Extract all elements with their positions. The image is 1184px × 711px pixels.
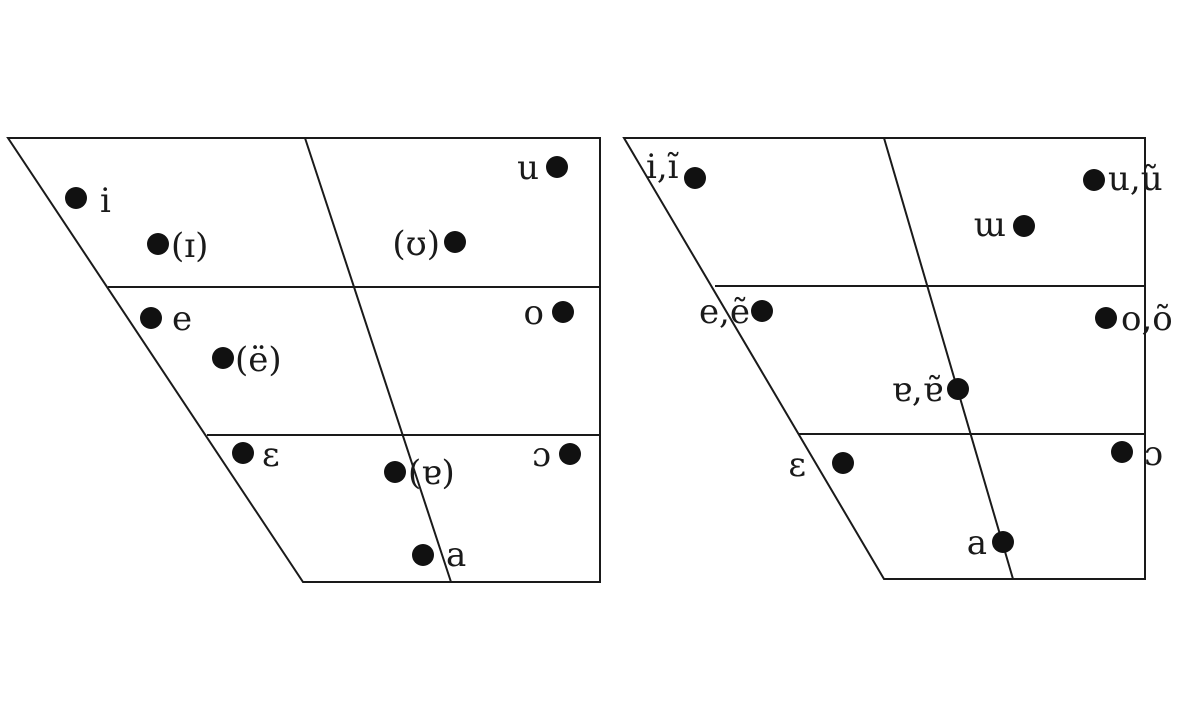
vowel-point: ɯ: [974, 205, 1035, 245]
vowel-dot: [552, 301, 574, 323]
vowel-point: (ʊ): [392, 224, 466, 264]
right-vowel-chart: [622, 137, 1146, 580]
vowel-label: o,õ: [1121, 299, 1173, 339]
vowel-dot: [65, 187, 87, 209]
vowel-point: e,ẽ: [699, 292, 773, 332]
vowel-label: a: [446, 535, 466, 575]
right-chart-central-line: [883, 137, 1014, 580]
vowel-label: e,ẽ: [699, 292, 750, 332]
vowel-point: ɛ: [788, 445, 854, 485]
vowel-point: o,õ: [1095, 299, 1173, 339]
vowel-label: ɯ: [974, 205, 1006, 245]
vowel-point: a: [412, 535, 466, 575]
vowel-label: ɛ: [262, 435, 280, 475]
vowel-label: ɛ: [788, 445, 806, 485]
vowel-label: (ɐ): [408, 453, 455, 493]
vowel-dot: [992, 531, 1014, 553]
vowel-label: e: [172, 299, 192, 339]
vowel-dot: [1083, 169, 1105, 191]
vowel-point: u,ũ: [1083, 159, 1163, 199]
vowel-dot: [1013, 215, 1035, 237]
left-chart-central-line: [304, 137, 452, 583]
vowel-dot: [1095, 307, 1117, 329]
vowel-label: i,ĩ: [646, 147, 679, 187]
vowel-dot: [384, 461, 406, 483]
vowel-point: u: [517, 148, 568, 188]
vowel-point: (ɐ): [384, 453, 455, 493]
vowel-label: a: [967, 523, 987, 563]
vowel-point: ɐ,ɐ̃: [892, 370, 969, 410]
vowel-point: ɛ: [232, 435, 280, 475]
vowel-point: (ë): [212, 340, 282, 380]
vowel-dot: [140, 307, 162, 329]
vowel-dot: [232, 442, 254, 464]
vowel-dot: [559, 443, 581, 465]
vowel-point: i,ĩ: [646, 147, 706, 189]
vowel-label: o: [524, 293, 544, 333]
left-vowel-points: i (ɪ) (ʊ) u e (ë) o ɛ: [65, 148, 581, 575]
vowel-point: ɔ: [1111, 434, 1163, 474]
vowel-dot: [444, 231, 466, 253]
vowel-dot: [546, 156, 568, 178]
vowel-point: o: [524, 293, 574, 333]
vowel-label: u,ũ: [1108, 159, 1163, 199]
vowel-point: e: [140, 299, 192, 339]
vowel-dot: [412, 544, 434, 566]
vowel-point: a: [967, 523, 1014, 563]
right-vowel-points: i,ĩ u,ũ ɯ e,ẽ o,õ ɐ,ɐ̃ ɛ ɔ: [646, 147, 1173, 563]
vowel-label: ɐ,ɐ̃: [892, 370, 943, 410]
vowel-dot: [832, 452, 854, 474]
vowel-point: (ɪ): [147, 226, 208, 266]
left-chart-outline: [6, 137, 601, 583]
vowel-dot: [751, 300, 773, 322]
vowel-label: ɔ: [532, 435, 551, 475]
vowel-label: i: [100, 181, 111, 221]
vowel-point: ɔ: [532, 435, 581, 475]
vowel-label: (ë): [235, 340, 282, 380]
vowel-dot: [684, 167, 706, 189]
vowel-dot: [1111, 441, 1133, 463]
vowel-point: i: [65, 181, 111, 221]
vowel-label: u: [517, 148, 539, 188]
vowel-label: (ʊ): [392, 224, 440, 264]
vowel-label: (ɪ): [171, 226, 208, 266]
vowel-dot: [147, 233, 169, 255]
vowel-dot: [947, 378, 969, 400]
vowel-label: ɔ: [1144, 434, 1163, 474]
vowel-dot: [212, 347, 234, 369]
left-vowel-chart: [6, 137, 601, 583]
right-chart-outline: [622, 137, 1146, 580]
